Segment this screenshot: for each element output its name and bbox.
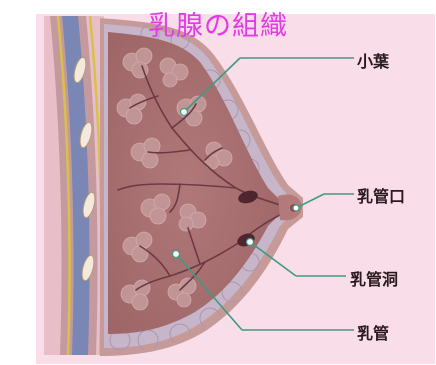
label-lobule: 小葉 xyxy=(357,48,389,72)
dot-lobule xyxy=(181,109,188,116)
chest-wall xyxy=(44,16,104,355)
label-duct: 乳管 xyxy=(357,320,389,344)
dot-duct xyxy=(173,251,180,258)
dot-orifice xyxy=(293,205,299,211)
dot-sinus xyxy=(247,239,254,246)
diagram-title: 乳腺の組織 xyxy=(0,4,436,43)
label-lactiferous-sinus: 乳管洞 xyxy=(350,266,398,290)
label-duct-orifice: 乳管口 xyxy=(357,183,405,207)
